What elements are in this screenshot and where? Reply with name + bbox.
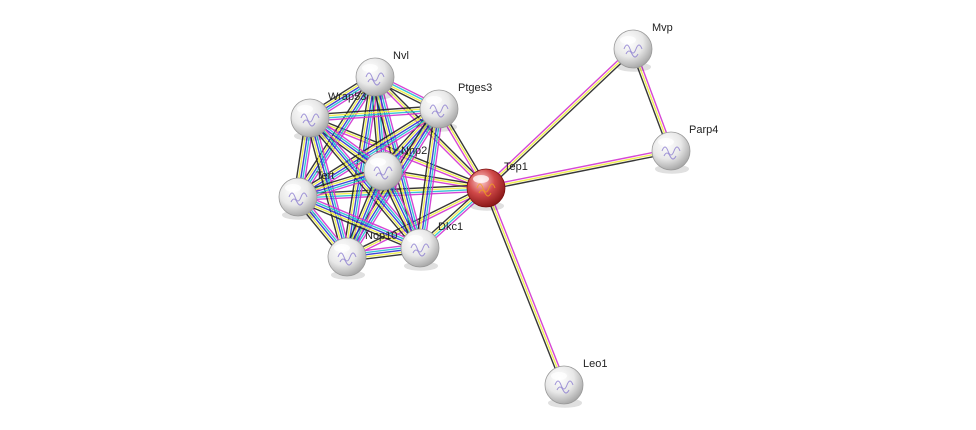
node-parp4[interactable]: Parp4: [651, 124, 718, 174]
edge-tert-dkc1[interactable]: [296, 192, 422, 253]
edge-evidence-line: [423, 109, 444, 249]
edge-tep1-mvp[interactable]: [484, 46, 635, 191]
node-highlight: [370, 158, 386, 166]
node-label: Nop10: [365, 230, 397, 242]
edge-evidence-line: [487, 186, 567, 385]
edge-evidence-line: [310, 111, 440, 122]
protein-structure-icon: [661, 146, 681, 160]
node-nhp2[interactable]: Nhp2: [363, 145, 427, 194]
node-highlight: [334, 244, 350, 252]
node-highlight: [407, 235, 423, 243]
edge-evidence-line: [485, 48, 634, 189]
edge-evidence-line: [483, 188, 563, 387]
node-label: Mvp: [652, 22, 673, 34]
node-tep1[interactable]: Tep1: [466, 161, 528, 211]
node-label: Tep1: [504, 161, 528, 173]
node-highlight: [362, 64, 378, 72]
edge-evidence-line: [415, 108, 436, 248]
edge-evidence-line: [307, 118, 419, 250]
node-label: Ptges3: [458, 82, 492, 94]
edge-tep1-leo1[interactable]: [483, 186, 567, 387]
node-bubble: [363, 151, 403, 191]
node-tert[interactable]: Tert: [278, 170, 334, 220]
edge-tep1-parp4[interactable]: [485, 148, 672, 191]
node-bubble: [544, 365, 584, 405]
edge-evidence-line: [311, 116, 423, 248]
edge-evidence-line: [296, 198, 420, 251]
node-label: Leo1: [583, 358, 607, 370]
edge-evidence-line: [309, 117, 421, 249]
edge-evidence-line: [309, 105, 439, 116]
node-dkc1[interactable]: Dkc1: [400, 221, 463, 271]
node-bubble: [327, 237, 367, 277]
edge-evidence-line: [346, 187, 487, 258]
protein-structure-icon: [365, 72, 385, 86]
edge-evidence-line: [486, 50, 635, 191]
protein-structure-icon: [373, 166, 393, 180]
node-mvp[interactable]: Mvp: [613, 22, 673, 72]
edge-evidence-line: [349, 110, 444, 260]
protein-structure-icon: [288, 192, 308, 206]
edge-evidence-line: [344, 76, 374, 257]
node-label: Parp4: [689, 124, 718, 136]
node-highlight: [285, 184, 301, 192]
node-bubble: [419, 89, 459, 129]
node-label: Nhp2: [401, 145, 427, 157]
edge-evidence-line: [299, 192, 422, 245]
edge-evidence-line: [310, 109, 440, 120]
edge-evidence-line: [421, 109, 442, 249]
edge-evidence-line: [348, 77, 378, 258]
node-label: Wrap53: [328, 91, 366, 103]
protein-structure-icon: [554, 380, 574, 394]
edge-ptges3-wrap53[interactable]: [309, 105, 440, 122]
edge-evidence-line: [297, 108, 440, 198]
node-bubble: [651, 131, 691, 171]
protein-structure-icon: [410, 243, 430, 257]
node-highlight: [426, 96, 442, 104]
protein-structure-icon: [337, 252, 357, 266]
node-label: Tert: [316, 170, 334, 182]
node-highlight: [473, 175, 489, 183]
edge-evidence-line: [485, 150, 672, 189]
edge-evidence-line: [298, 194, 422, 247]
node-nvl[interactable]: Nvl: [355, 50, 409, 100]
node-leo1[interactable]: Leo1: [544, 358, 607, 408]
edge-evidence-line: [306, 120, 418, 252]
edge-evidence-line: [297, 196, 421, 249]
node-bubble: [290, 98, 330, 138]
node-bubble: [613, 29, 653, 69]
edge-evidence-line: [485, 187, 565, 386]
edge-evidence-line: [486, 152, 672, 191]
node-bubble: [278, 177, 318, 217]
node-highlight: [551, 372, 567, 380]
node-highlight: [620, 36, 636, 44]
edge-evidence-line: [296, 106, 439, 196]
edge-evidence-line: [419, 108, 440, 249]
edge-evidence-line: [374, 76, 487, 189]
node-highlight: [297, 105, 313, 113]
node-nop10[interactable]: Nop10: [327, 230, 397, 280]
edge-evidence-line: [485, 148, 671, 187]
node-wrap53[interactable]: Wrap53: [290, 91, 366, 141]
edge-evidence-line: [417, 108, 438, 248]
edge-ptges3-dkc1[interactable]: [415, 108, 444, 249]
node-highlight: [658, 138, 674, 146]
edge-evidence-line: [309, 107, 439, 118]
edge-evidence-line: [295, 104, 438, 195]
protein-structure-icon: [623, 44, 643, 58]
edge-evidence-line: [484, 46, 633, 187]
protein-structure-icon: [429, 104, 449, 118]
node-bubble: [466, 168, 506, 208]
protein-structure-icon: [476, 183, 496, 197]
protein-structure-icon: [300, 113, 320, 127]
node-bubble: [400, 228, 440, 268]
edge-evidence-line: [346, 76, 376, 258]
edge-evidence-line: [296, 200, 419, 253]
node-label: Nvl: [393, 50, 409, 62]
node-label: Dkc1: [438, 221, 463, 233]
node-ptges3[interactable]: Ptges3: [419, 82, 492, 132]
